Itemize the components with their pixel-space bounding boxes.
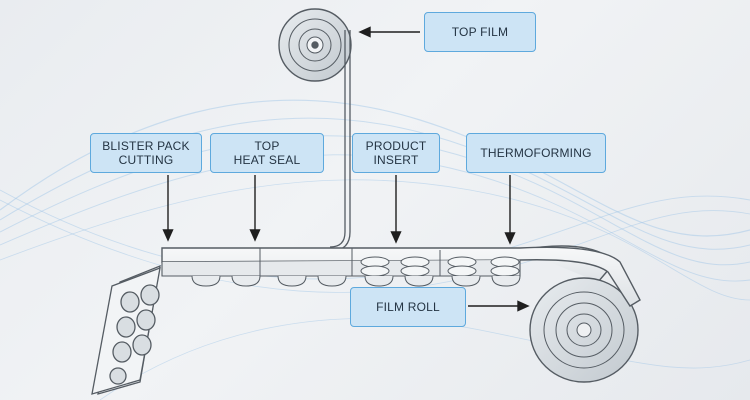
blister-pack-cutting-label: BLISTER PACK CUTTING	[90, 133, 202, 173]
process-arrows	[162, 26, 530, 312]
top-film-reel	[278, 8, 352, 82]
film-roll-label: FILM ROLL	[350, 287, 466, 327]
blister-cavities	[360, 256, 520, 277]
film-web	[161, 246, 641, 307]
top-heat-seal-label: TOP HEAT SEAL	[210, 133, 324, 173]
top-film-label: TOP FILM	[424, 12, 536, 52]
product-insert-label: PRODUCT INSERT	[352, 133, 440, 173]
thermoforming-label: THERMOFORMING	[466, 133, 606, 173]
sealed-blisters	[191, 275, 521, 287]
cut-blister-pack	[91, 264, 161, 395]
